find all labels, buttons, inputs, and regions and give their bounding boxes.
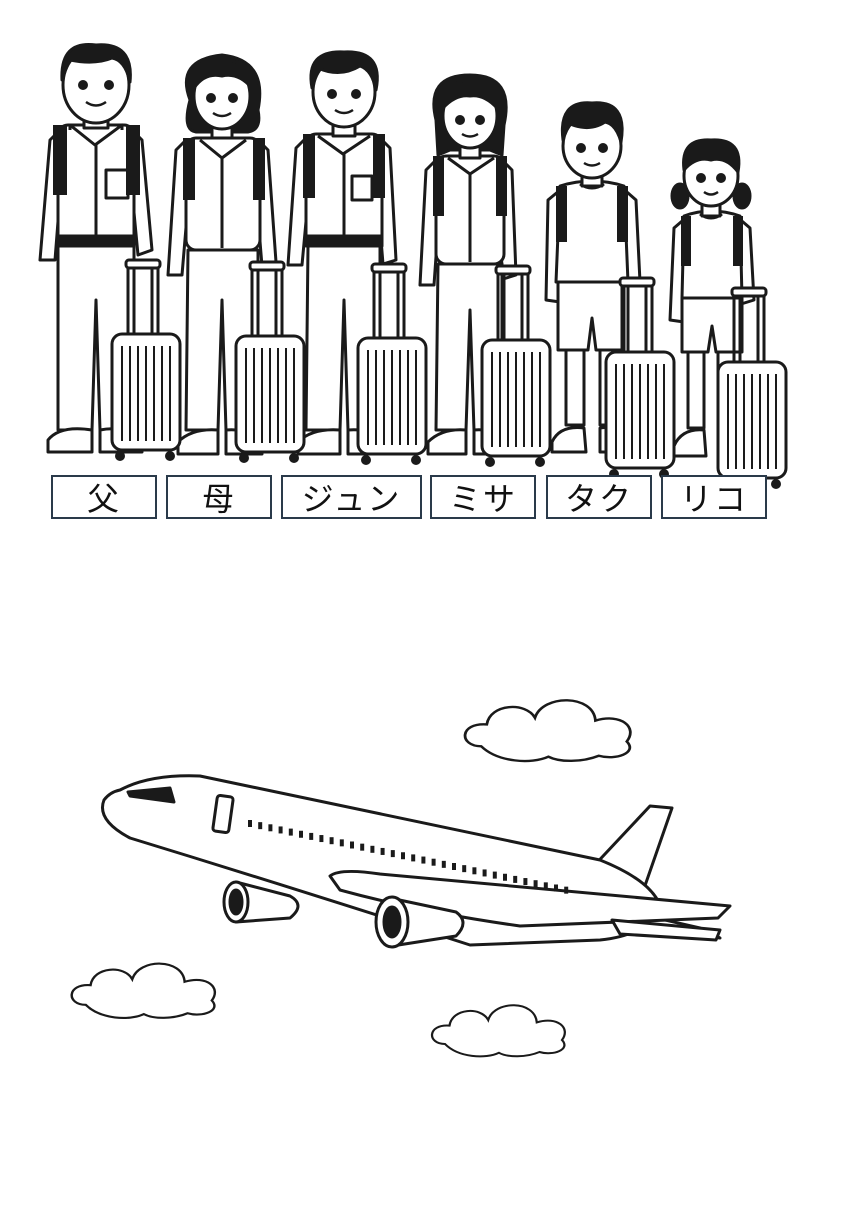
window-mark	[248, 820, 252, 827]
label-taku: タク	[546, 475, 652, 519]
window-mark	[390, 850, 395, 858]
window-mark	[482, 869, 487, 877]
window-mark	[401, 852, 405, 860]
cloud-bottom-middle	[430, 1004, 566, 1058]
window-mark	[350, 841, 354, 849]
cloud-bottom-left	[70, 962, 217, 1020]
window-mark	[533, 880, 538, 888]
taku-figure	[544, 101, 642, 454]
window-mark	[319, 835, 324, 843]
window-mark	[462, 865, 467, 873]
cloud-top-right	[463, 698, 632, 763]
window-mark	[503, 873, 507, 881]
window-mark	[523, 878, 528, 886]
misa-figure	[418, 73, 518, 456]
window-mark	[309, 832, 314, 840]
window-mark	[543, 882, 548, 890]
window-mark	[258, 822, 263, 830]
label-misa: ミサ	[430, 475, 536, 519]
window-mark	[431, 858, 436, 866]
label-jun: ジュン	[281, 475, 422, 519]
airplane-windows	[248, 820, 569, 894]
window-mark	[513, 875, 518, 883]
window-mark	[554, 884, 558, 892]
window-mark	[370, 845, 375, 853]
window-mark	[299, 830, 303, 838]
window-mark	[441, 860, 446, 868]
window-mark	[564, 886, 569, 894]
window-mark	[268, 824, 273, 832]
window-mark	[360, 843, 365, 851]
window-mark	[380, 847, 385, 855]
window-mark	[421, 856, 426, 864]
window-mark	[278, 826, 283, 834]
window-mark	[339, 839, 344, 847]
window-mark	[492, 871, 497, 879]
label-father: 父	[51, 475, 157, 519]
label-mother: 母	[166, 475, 272, 519]
airplane	[101, 774, 732, 949]
window-mark	[472, 867, 477, 875]
label-riko: リコ	[661, 475, 767, 519]
window-mark	[411, 854, 416, 862]
window-mark	[329, 837, 334, 845]
window-mark	[452, 863, 456, 870]
window-mark	[288, 828, 293, 836]
